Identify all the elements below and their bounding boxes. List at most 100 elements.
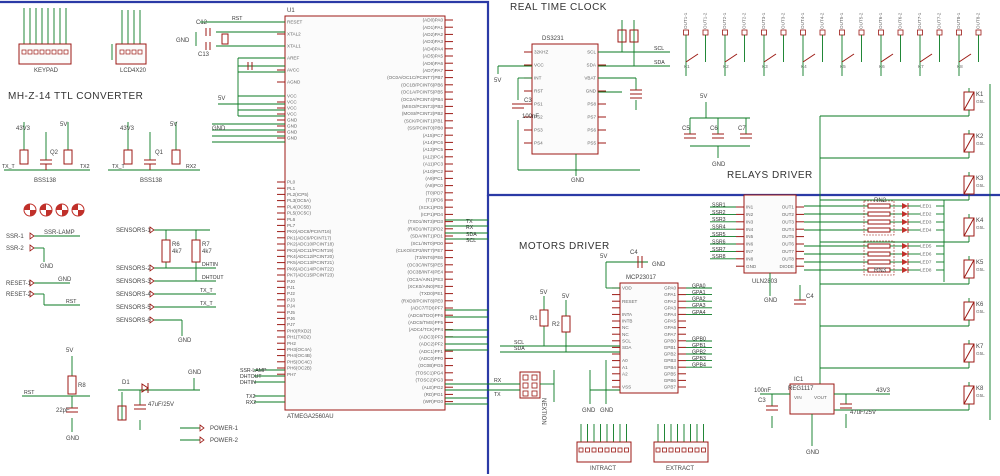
mcu-right-pin: (ADC5/TMS)PF5	[408, 320, 443, 325]
out-terminal-pad	[839, 29, 845, 36]
mcu-scl-net: SCL	[466, 238, 476, 244]
mcu-left-pin: GND	[287, 124, 298, 129]
mcu-right-pin: (RXD1/INT2)PD2	[408, 226, 444, 231]
relay-contact-label: K5	[840, 64, 846, 69]
motors-gnd-a: GND	[582, 408, 596, 414]
uln-cap: C4	[806, 294, 814, 300]
mcu-rst-net: RST	[232, 16, 243, 22]
mcu-left-pin: PJ6	[287, 316, 295, 321]
mcu-left-pin: PH0(RXD2)	[287, 328, 312, 333]
c-power-value: 47uF/25V	[148, 402, 174, 408]
rtc-left-pin: PS1	[534, 102, 543, 107]
relay-contact	[763, 53, 777, 63]
mcu-left-pin: VCC	[287, 100, 297, 105]
relay-label: K2	[976, 134, 984, 140]
power-1-label: POWER-1	[210, 426, 239, 432]
caps-5v: 5V	[700, 94, 707, 100]
out-terminal-label: OUT2-2	[742, 12, 747, 29]
converter-5v-left: 5V	[60, 122, 67, 128]
mcu-left-pins: RESETXTAL2XTAL1AREFAVCCAGNDVCCVCCVCCVCCG…	[277, 20, 334, 377]
sensors-4-label: SENSORS-4	[116, 292, 151, 298]
rn-resistor	[867, 203, 891, 209]
reg-out-net: 43V3	[876, 388, 891, 394]
motors-scl-net: SCL	[514, 340, 524, 346]
mcp-right-pin: GPA4	[664, 312, 676, 317]
relay-contact	[958, 53, 972, 63]
mcp-part: MCP23017	[626, 275, 657, 281]
mcp-pins: VDDRESETINTAINTBNCNCSCLSDAA0A1A2VSSGPA0G…	[612, 286, 686, 390]
mcu-right-pin: (AD0)PA0	[423, 18, 444, 23]
led-diode	[902, 243, 908, 249]
mcu-sda-net: SDA	[466, 232, 477, 238]
mcu-right-pin: (A14)PC6	[423, 140, 444, 145]
title-relays: RELAYS DRIVER	[727, 170, 813, 181]
uln-left-pin: IN5	[746, 234, 754, 239]
relay-value: G5L	[976, 393, 985, 398]
mcp-left-pin: VSS	[622, 385, 631, 390]
mcu-gnd: GND	[212, 126, 226, 132]
uln-right-pin: OUT1	[782, 205, 795, 210]
rn-resistor	[867, 227, 891, 233]
r7-label: R7	[202, 242, 210, 248]
motors-5v-c: 5V	[600, 254, 607, 260]
connector-pad	[598, 447, 603, 453]
power-2-label: POWER-2	[210, 438, 239, 444]
connector-pad	[617, 447, 623, 453]
mcu-left-pin: PH7	[287, 372, 296, 377]
rtc-right-pin: PS7	[587, 115, 596, 120]
converter-section: 43V3 5V 43V3 5V Q2 Q1 BSS138 BSS138 TX_T…	[2, 122, 200, 217]
mcu-left-pin: XTAL2	[287, 32, 301, 37]
relay-value: G5L	[976, 309, 985, 314]
uln-right-pin: DIODE	[779, 264, 794, 269]
mcu-right-pin: (A8)PC0	[425, 183, 443, 188]
relay-contact-label: K1	[684, 64, 690, 69]
mcu-dhtout-net: DHTOUT	[240, 374, 262, 380]
uln-part: ULN2803	[752, 279, 778, 285]
rtc-left-pin: RST	[534, 89, 543, 94]
bus-ssr-label: SSR2	[712, 210, 726, 216]
mcu-gnd-xtal: GND	[176, 38, 190, 44]
reg-vout: VOUT	[814, 395, 827, 400]
mcp-right-pin: GPB7	[664, 385, 677, 390]
rn-resistor	[867, 259, 891, 265]
mcp-right-pin: GPA2	[664, 299, 676, 304]
relay-contact	[802, 53, 816, 63]
mcu-right-pin: (SCL/INT0)PD0	[411, 241, 444, 246]
mcu-right-pin: (ADC0)PF0	[419, 356, 443, 361]
led-label: LED4	[920, 228, 932, 233]
connector-pad	[611, 447, 616, 453]
mcp-left-pin: NC	[622, 332, 629, 337]
mcp-right-pin: GPA3	[664, 305, 676, 310]
mcu-right-pin: (XCK0/AIN0)PE2	[408, 284, 444, 289]
bus-ssr-label: SSR3	[712, 217, 726, 223]
mcu-right-pin: (TXD0)PE1	[420, 291, 444, 296]
connector-pad	[675, 447, 680, 453]
motors-gnd-b: GND	[600, 408, 614, 414]
relay-contact	[685, 53, 699, 63]
c7-label: C7	[738, 126, 746, 132]
mcp-right-pin: GPB1	[664, 345, 677, 350]
out-terminal-label: OUT1-2	[703, 12, 708, 29]
relay-diag	[963, 175, 975, 195]
relay-label: K4	[976, 218, 984, 224]
relay-value: G5L	[976, 183, 985, 188]
mcp-right-pin: GPA0	[664, 286, 676, 291]
mcu-right-pin: (SCK/PCINT1)PB1	[404, 118, 443, 123]
mcu-left-pin: PH1(TXD2)	[287, 335, 311, 340]
net-rx2: RX2	[186, 164, 196, 170]
sensors-section: SENSORS-1 SENSORS-2 SENSORS-3 SENSORS-4 …	[116, 226, 224, 344]
relay-contact-label: K7	[918, 64, 924, 69]
mounting-holes	[23, 203, 85, 217]
rtc-sda-net: SDA	[654, 60, 665, 66]
r6-value: 4k7	[172, 249, 182, 255]
rtc-right-pin: GND	[586, 89, 597, 94]
rtc-5v: 5V	[494, 78, 501, 84]
mcp-out-label: GPA0	[692, 283, 706, 289]
relay-diag	[963, 91, 975, 111]
mcu-left-pin: PJ5	[287, 310, 295, 315]
relay-value: G5L	[976, 99, 985, 104]
relay-contact-label: K8	[957, 64, 963, 69]
connector-pad	[668, 447, 674, 453]
intract-connector: INTRACT	[576, 424, 632, 472]
